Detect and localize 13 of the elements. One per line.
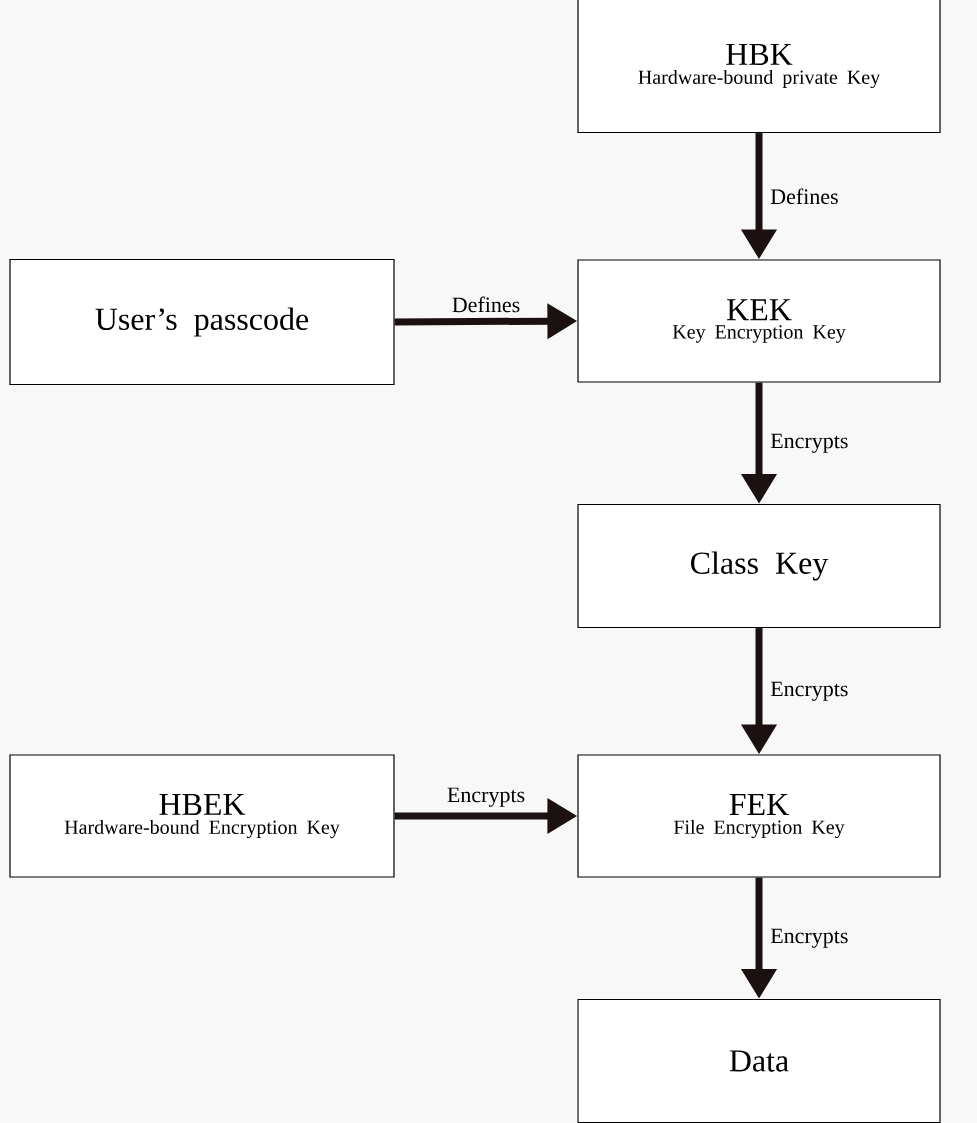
edge-label: Encrypts [770, 681, 848, 701]
key-box: KEK Key Encryption Key [577, 259, 941, 383]
key-box: HBK Hardware-bound private Key [577, 0, 941, 134]
key-box: Data [577, 998, 941, 1123]
edge-label: Encrypts [447, 787, 525, 807]
key-box: Class Key [577, 503, 941, 629]
edge-label: Defines [452, 296, 520, 313]
key-box: HBEK Hardware-bound Encryption Key [9, 754, 395, 878]
edge-label: Encrypts [770, 433, 848, 453]
edge-label: Defines [770, 188, 838, 205]
key-box: User’s passcode [9, 258, 395, 386]
key-box: FEK File Encryption Key [577, 754, 941, 878]
edge-label: Encrypts [770, 928, 848, 948]
